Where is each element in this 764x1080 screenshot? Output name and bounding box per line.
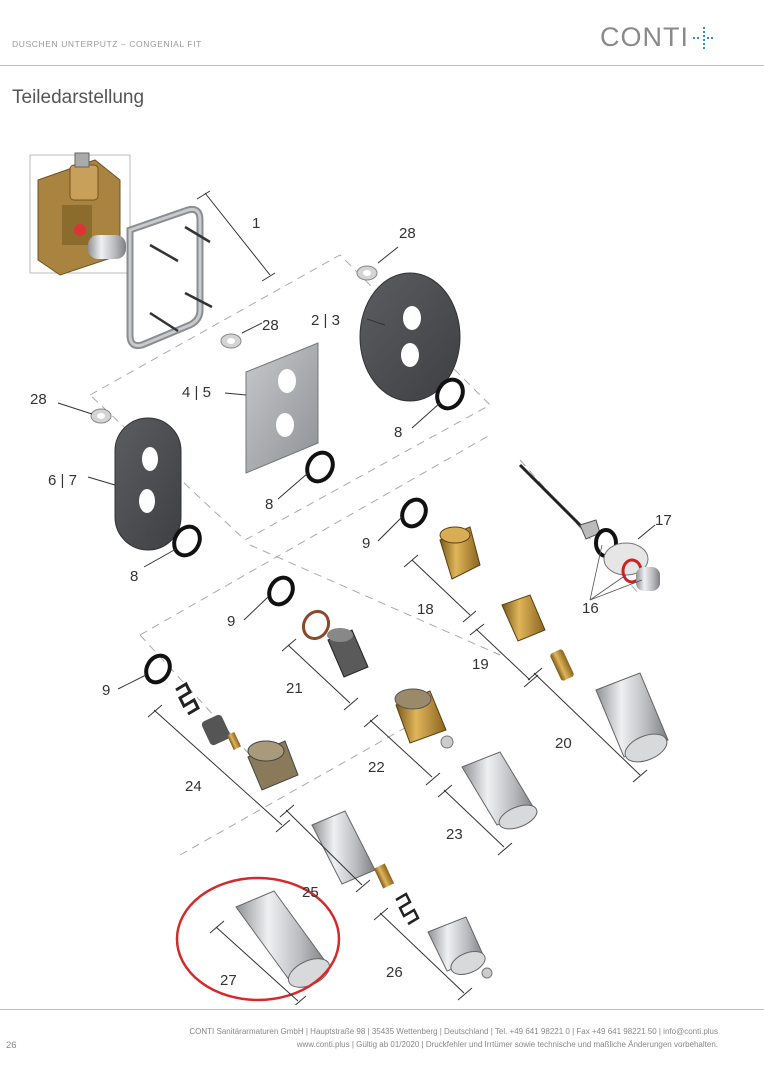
callout-16: 16 xyxy=(582,600,599,617)
callout-18: 18 xyxy=(417,601,434,618)
footer-company-line: CONTI Sanitärarmaturen GmbH | Hauptstraß… xyxy=(189,1027,718,1036)
callout-28: 28 xyxy=(262,317,279,334)
callout-19: 19 xyxy=(472,656,489,673)
callout-9: 9 xyxy=(102,682,110,699)
highlight-circle xyxy=(175,876,341,1002)
page-title: Teiledarstellung xyxy=(12,87,145,108)
page-number: 26 xyxy=(6,1040,17,1051)
chrome-cap-part xyxy=(427,916,493,979)
callout-4-5: 4 | 5 xyxy=(182,384,211,401)
mounting-frame-part xyxy=(126,206,213,349)
callout-24: 24 xyxy=(185,778,202,795)
callout-28: 28 xyxy=(30,391,47,408)
chrome-handle-part xyxy=(595,672,669,763)
callout-28: 28 xyxy=(399,225,416,242)
callout-8: 8 xyxy=(130,568,138,585)
callout-25: 25 xyxy=(302,884,319,901)
header-section-label: DUSCHEN UNTERPUTZ – CONGENIAL FIT xyxy=(12,39,202,49)
callout-22: 22 xyxy=(368,759,385,776)
round-cover-plate-part xyxy=(359,272,461,402)
callout-9: 9 xyxy=(362,535,370,552)
seal-ring-part xyxy=(301,609,331,641)
concealed-body-part xyxy=(29,152,131,276)
o-ring-part xyxy=(144,377,465,685)
callout-20: 20 xyxy=(555,735,572,752)
callout-21: 21 xyxy=(286,680,303,697)
callout-27: 27 xyxy=(220,972,237,989)
callout-9: 9 xyxy=(227,613,235,630)
footer-rule xyxy=(0,1009,764,1010)
chrome-knob-part xyxy=(461,751,538,830)
ceramic-cartridge-part xyxy=(327,628,369,678)
logo-text: CONTI xyxy=(600,22,689,52)
callout-17: 17 xyxy=(655,512,672,529)
washer-part xyxy=(90,265,378,424)
callout-23: 23 xyxy=(446,826,463,843)
thermostat-cartridge-part xyxy=(394,688,454,749)
callout-8: 8 xyxy=(394,424,402,441)
brass-cartridge-part xyxy=(439,526,481,580)
square-cover-plate-part xyxy=(245,342,319,474)
brass-valve-part xyxy=(501,594,574,681)
callout-1: 1 xyxy=(252,215,260,232)
conti-logo: CONTI xyxy=(600,22,716,53)
exploded-parts-diagram: 1 28 28 2 | 3 4 | 5 28 6 | 7 8 8 8 9 9 9… xyxy=(29,152,672,1005)
callout-26: 26 xyxy=(386,964,403,981)
callout-2-3: 2 | 3 xyxy=(311,312,340,329)
diverter-part xyxy=(518,463,660,601)
oval-cover-plate-part xyxy=(114,417,182,551)
header-rule xyxy=(0,65,764,66)
callout-8: 8 xyxy=(265,496,273,513)
footer-validity-line: www.conti.plus | Gültig ab 01/2020 | Dru… xyxy=(296,1040,718,1049)
logo-cross-icon xyxy=(693,26,713,49)
spring-cartridge-part xyxy=(175,681,299,791)
chrome-sleeve-part xyxy=(311,810,420,926)
callout-6-7: 6 | 7 xyxy=(48,472,77,489)
